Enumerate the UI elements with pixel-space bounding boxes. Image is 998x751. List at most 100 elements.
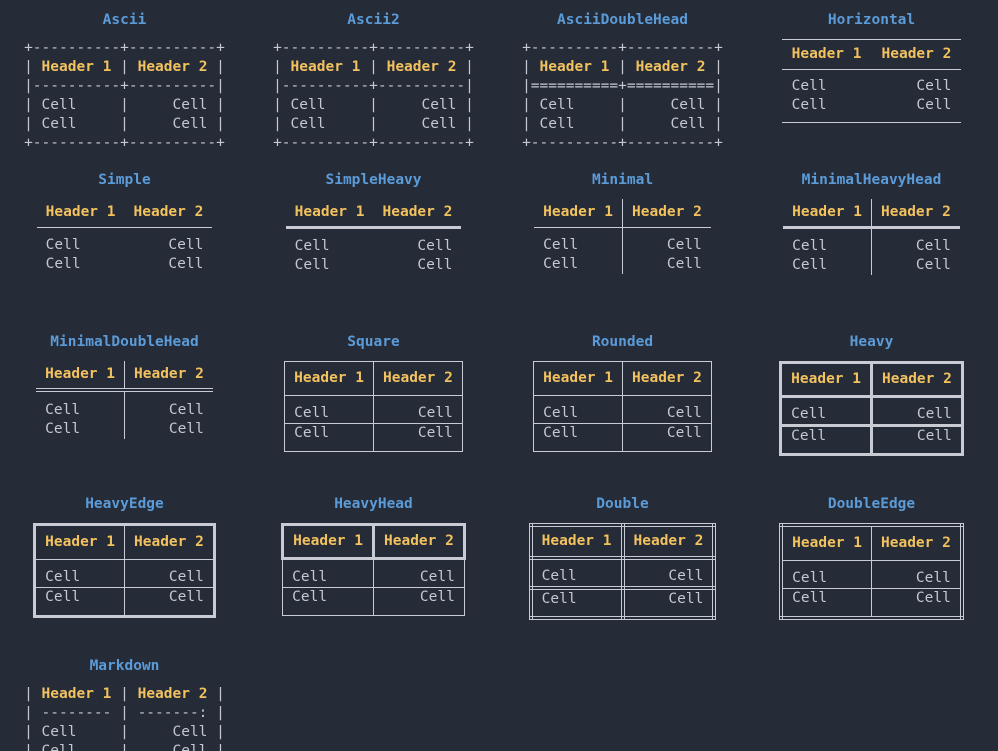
ascii-rule: |==========+==========| <box>522 78 723 94</box>
table-cell: Cell <box>620 586 717 620</box>
table-cell: Cell <box>282 558 374 588</box>
ascii-rule: | <box>111 59 138 75</box>
table-cell: Cell <box>528 586 625 620</box>
table-cell: Cell <box>533 395 623 424</box>
table-cell: Cell <box>294 238 330 254</box>
table-cell: Cell <box>781 560 873 589</box>
ascii-table-markdown: | Header 1 | Header 2 | | -------- | ---… <box>24 685 225 751</box>
table-title: Ascii2 <box>347 12 400 28</box>
column-header-1: Header 1 <box>34 524 125 560</box>
table-title: AsciiDoubleHead <box>557 12 688 28</box>
table-cell: Cell <box>622 395 712 424</box>
table-cell: Cell <box>168 256 204 272</box>
table-body-wrapper: +----------+----------+ | Header 1 | Hea… <box>498 39 747 153</box>
column-header-2: Header 2 <box>622 199 711 228</box>
column-header-1: Header 1 <box>779 361 873 398</box>
ascii-rule: +----------+----------+ <box>273 40 474 56</box>
table-cell: Cell <box>781 588 873 618</box>
column-header-1: Header 1 <box>36 361 126 392</box>
ascii-column-header: Header 2 <box>137 686 208 702</box>
column-header-2: Header 2 <box>871 39 962 70</box>
ascii-column-header: Header 1 <box>41 59 112 75</box>
ascii-rule: +----------+----------+ <box>522 40 723 56</box>
table-body-wrapper: | Header 1 | Header 2 | | -------- | ---… <box>0 685 249 751</box>
ascii-rule: | <box>24 686 42 702</box>
table-cell: Cell <box>124 587 215 617</box>
table-title: DoubleEdge <box>827 496 916 512</box>
ascii-rule: | <box>207 59 225 75</box>
ascii-rule: | <box>456 59 474 75</box>
table-card-asciidoublehead: AsciiDoubleHead +----------+----------+ |… <box>498 0 747 160</box>
column-header-2: Header 2 <box>620 523 717 560</box>
table-cell: Cell <box>36 390 126 420</box>
ascii-cell-row: | Cell | Cell | <box>24 97 225 113</box>
table-body-wrapper: +----------+----------+ | Header 1 | Hea… <box>249 39 498 153</box>
ascii-column-header: Header 2 <box>635 59 706 75</box>
table-title: MinimalDoubleHead <box>50 334 199 350</box>
table-card-ascii2: Ascii2 +----------+----------+ | Header 1… <box>249 0 498 160</box>
column-header-2: Header 2 <box>871 199 960 229</box>
table-title: MinimalHeavyHead <box>801 172 942 188</box>
ascii-rule: | <box>111 686 138 702</box>
ascii-column-header: Header 1 <box>290 59 361 75</box>
column-header-2: Header 2 <box>124 361 213 392</box>
table-cell: Cell <box>534 227 624 255</box>
ascii-rule: | <box>207 686 225 702</box>
table-cell: Cell <box>779 395 873 427</box>
table-cell: Cell <box>666 256 702 272</box>
ascii-column-header: Header 2 <box>137 59 208 75</box>
ascii-column-header: Header 1 <box>41 686 112 702</box>
table-cell: Cell <box>284 395 374 424</box>
ascii-rule: | <box>24 59 42 75</box>
table-cell: Cell <box>34 559 125 588</box>
table-title: Square <box>347 334 400 350</box>
column-header-2: Header 2 <box>870 361 964 398</box>
table-cell: Cell <box>294 257 330 273</box>
table-cell: Cell <box>168 237 204 253</box>
table-cell: Cell <box>45 256 81 272</box>
table-title: Ascii <box>102 12 147 28</box>
table-title: Simple <box>98 172 151 188</box>
column-header-2: Header 2 <box>373 361 463 396</box>
ascii-cell-row: | Cell | Cell | <box>24 743 225 751</box>
